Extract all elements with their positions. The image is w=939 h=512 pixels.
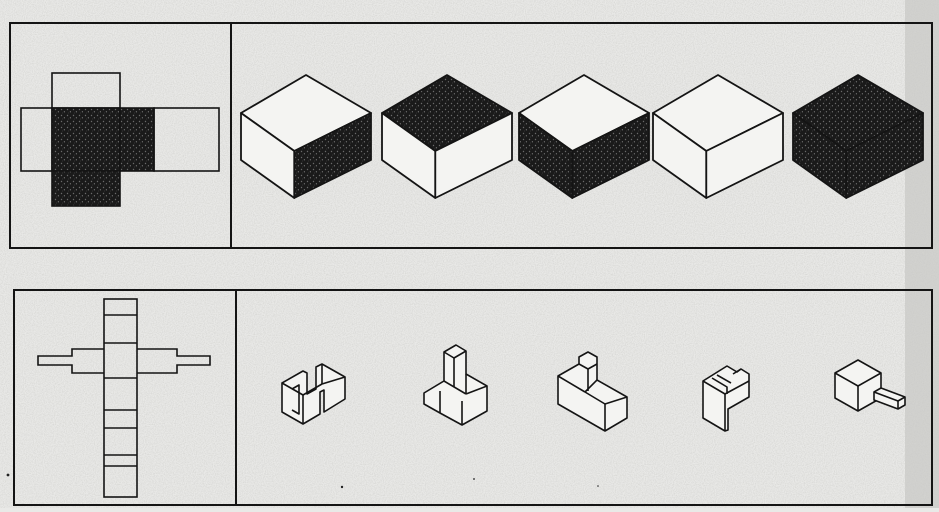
page-edge-shadow [905,0,939,508]
